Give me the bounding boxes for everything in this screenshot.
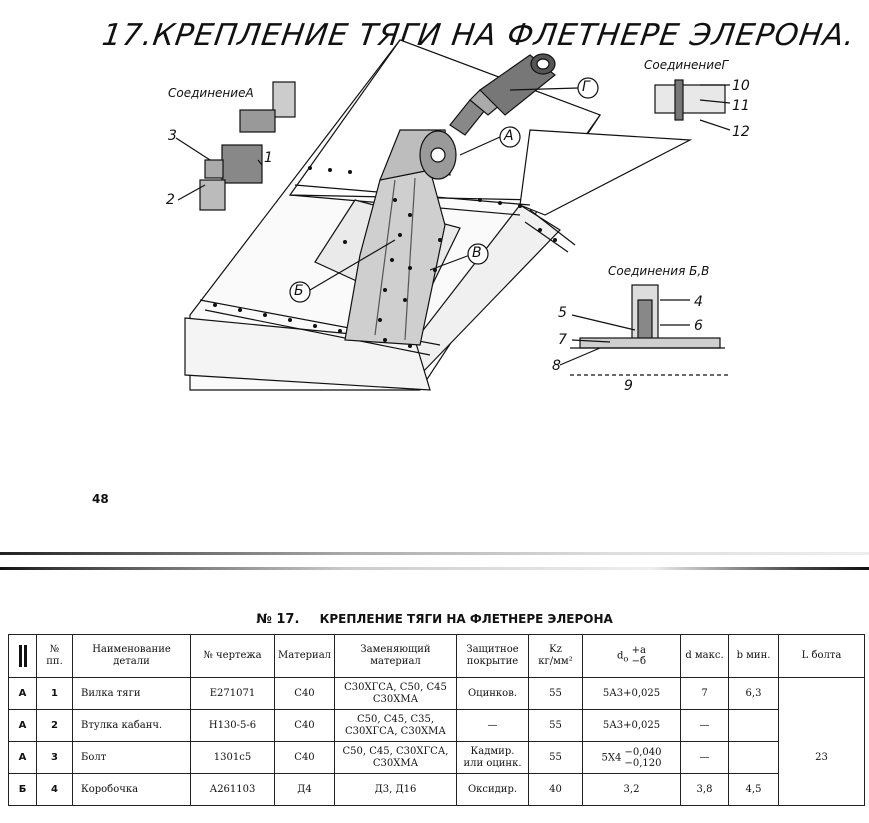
part-number-9: 9 xyxy=(624,378,633,394)
header-lbolt: L болта xyxy=(778,634,865,678)
callout-b-circle xyxy=(289,281,311,303)
connection-a-label: СоединениеА xyxy=(168,86,254,100)
part-number-11: 11 xyxy=(732,98,750,114)
header-num: № пп. xyxy=(36,634,73,678)
header-do: do +a−б xyxy=(582,634,681,678)
callout-g: Г xyxy=(582,79,590,95)
header-group xyxy=(8,634,37,678)
table-row: А 2 Втулка кабанч. Н130-5-6 С40 С50, С45… xyxy=(8,709,865,742)
header-kz: Kz кг/мм² xyxy=(528,634,583,678)
header-dmax: d макс. xyxy=(680,634,729,678)
callout-a: А xyxy=(504,128,514,144)
page-number: 48 xyxy=(92,492,109,506)
part-number-12: 12 xyxy=(732,124,750,140)
parts-table: № пп. Наименование детали № чертежа Мате… xyxy=(8,634,865,806)
header-material: Материал xyxy=(274,634,335,678)
part-number-8: 8 xyxy=(552,358,561,374)
part-number-4: 4 xyxy=(694,294,703,310)
callout-g-circle xyxy=(577,77,599,99)
table-row: Б 4 Коробочка А261103 Д4 Д3, Д16 Оксидир… xyxy=(8,773,865,806)
callout-b: Б xyxy=(294,283,304,299)
header-bmin: b мин. xyxy=(728,634,779,678)
table-title: № 17. КРЕПЛЕНИЕ ТЯГИ НА ФЛЕТНЕРЕ ЭЛЕРОНА xyxy=(0,612,869,627)
part-number-1: 1 xyxy=(264,150,273,166)
connection-g-label: СоединениеГ xyxy=(644,58,729,72)
header-substitute: Заменяющий материал xyxy=(334,634,457,678)
callout-a-circle xyxy=(499,126,521,148)
part-number-5: 5 xyxy=(558,305,567,321)
upper-page: 17.КРЕПЛЕНИЕ ТЯГИ НА ФЛЕТНЕРЕ ЭЛЕРОНА. xyxy=(92,18,858,506)
part-number-10: 10 xyxy=(732,78,750,94)
callout-v: В xyxy=(472,245,482,261)
part-number-6: 6 xyxy=(694,318,703,334)
lbolt-value: 23 xyxy=(778,741,865,774)
part-number-7: 7 xyxy=(558,332,567,348)
header-drawing: № чертежа xyxy=(190,634,275,678)
table-row: А 3 Болт 1301с5 С40 С50, С45, С30ХГСА, С… xyxy=(8,741,865,774)
lower-page: № 17. КРЕПЛЕНИЕ ТЯГИ НА ФЛЕТНЕРЕ ЭЛЕРОНА… xyxy=(0,570,869,823)
table-header-row: № пп. Наименование детали № чертежа Мате… xyxy=(8,634,865,678)
page-divider xyxy=(0,552,869,570)
table-row: А 1 Вилка тяги Е271071 С40 С30ХГСА, С50,… xyxy=(8,677,865,710)
connection-bv-label: Соединения Б,В xyxy=(608,264,710,278)
part-number-2: 2 xyxy=(166,192,175,208)
table-number: № 17. xyxy=(256,612,300,627)
part-number-3: 3 xyxy=(168,128,177,144)
technical-drawing xyxy=(175,39,731,391)
callout-v-circle xyxy=(467,243,489,265)
table-title-text: КРЕПЛЕНИЕ ТЯГИ НА ФЛЕТНЕРЕ ЭЛЕРОНА xyxy=(319,612,613,626)
header-coating: Защитное покрытие xyxy=(456,634,529,678)
header-name: Наименование детали xyxy=(72,634,191,678)
